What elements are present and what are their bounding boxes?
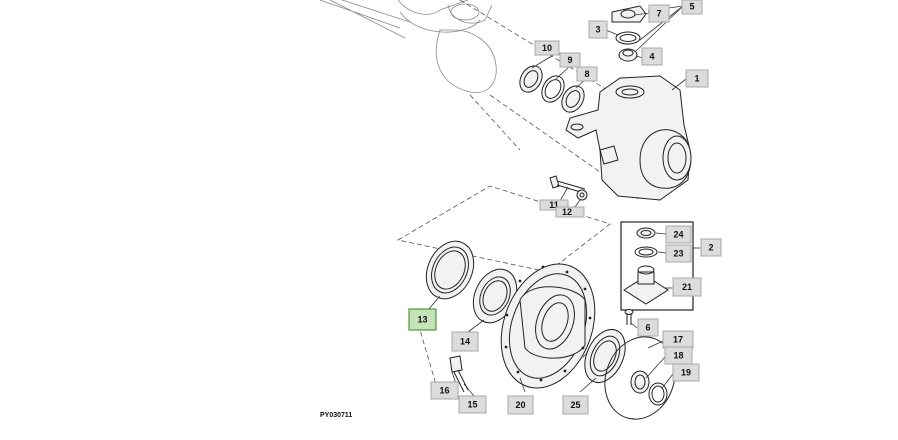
svg-text:11: 11: [549, 200, 559, 210]
svg-text:20: 20: [515, 400, 525, 410]
bolt-and-nut: [549, 175, 588, 201]
callout-17[interactable]: 17: [662, 330, 694, 349]
callout-16[interactable]: 16: [430, 381, 459, 400]
svg-text:4: 4: [649, 52, 654, 62]
svg-text:12: 12: [562, 207, 572, 217]
callout-23[interactable]: 23: [665, 244, 692, 263]
callout-24[interactable]: 24: [665, 225, 692, 244]
callout-13[interactable]: 13: [408, 308, 437, 331]
svg-text:19: 19: [681, 368, 691, 378]
svg-text:15: 15: [467, 400, 477, 410]
svg-text:2: 2: [708, 243, 713, 253]
svg-text:23: 23: [673, 249, 683, 259]
seal-rings-8-9-10: [519, 65, 585, 113]
svg-text:16: 16: [439, 386, 449, 396]
callout-18[interactable]: 18: [664, 346, 693, 365]
svg-text:3: 3: [595, 25, 600, 35]
callout-5[interactable]: 5: [681, 0, 703, 15]
callout-14[interactable]: 14: [451, 331, 479, 352]
disc-washer-ring: [604, 336, 676, 420]
wheel-stud: [449, 355, 469, 393]
callout-8[interactable]: 8: [576, 66, 598, 82]
seal-13: [425, 240, 475, 300]
steering-knuckle: [565, 75, 692, 201]
bearing-25: [584, 329, 626, 383]
kingpin-kit: [620, 221, 694, 311]
svg-text:1: 1: [694, 74, 699, 84]
svg-text:24: 24: [673, 230, 683, 240]
callout-12[interactable]: 12: [555, 206, 585, 218]
callout-9[interactable]: 9: [559, 52, 581, 68]
callout-20[interactable]: 20: [507, 395, 534, 415]
svg-text:13: 13: [417, 315, 427, 325]
callout-4[interactable]: 4: [641, 47, 663, 66]
callout-1[interactable]: 1: [685, 69, 709, 88]
svg-text:9: 9: [567, 55, 572, 65]
callout-25[interactable]: 25: [562, 395, 589, 415]
svg-text:18: 18: [673, 351, 683, 361]
bolt-6: [624, 309, 634, 325]
figure-id: PY030711: [320, 412, 353, 419]
svg-text:8: 8: [584, 69, 589, 79]
callout-6[interactable]: 6: [637, 318, 659, 337]
callout-21[interactable]: 21: [672, 277, 702, 297]
callout-7[interactable]: 7: [648, 4, 670, 23]
callout-10[interactable]: 10: [534, 40, 560, 56]
callout-2[interactable]: 2: [700, 238, 722, 257]
svg-text:14: 14: [460, 337, 470, 347]
callout-15[interactable]: 15: [458, 395, 487, 414]
svg-text:10: 10: [542, 43, 552, 53]
assembly-outline: [396, 185, 611, 273]
callout-11[interactable]: 11: [539, 199, 569, 211]
svg-text:17: 17: [673, 335, 683, 345]
svg-text:7: 7: [656, 9, 661, 19]
top-seal-stack: [611, 5, 647, 62]
callout-3[interactable]: 3: [588, 20, 608, 39]
svg-text:5: 5: [689, 2, 694, 12]
wheel-hub-20: [500, 263, 596, 389]
svg-text:25: 25: [570, 400, 580, 410]
svg-text:21: 21: [682, 282, 692, 292]
svg-text:6: 6: [645, 323, 650, 333]
callout-19[interactable]: 19: [672, 363, 700, 382]
